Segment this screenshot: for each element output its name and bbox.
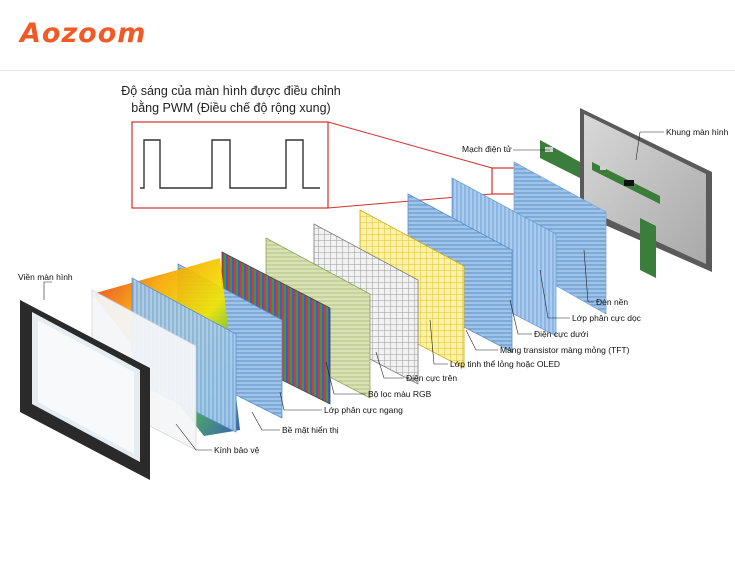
- label-dien-cuc-tren: Điện cực trên: [406, 373, 457, 383]
- header-divider: [0, 70, 735, 71]
- label-den-nen: Đèn nền: [596, 297, 628, 307]
- label-be-mat-hien-thi: Bề mặt hiển thị: [282, 425, 339, 435]
- front-bezel: [20, 300, 150, 480]
- label-mach-dien-tu: Mạch điện tử: [462, 144, 512, 154]
- label-khung-man-hinh: Khung màn hình: [666, 127, 729, 137]
- aozoom-logo: Aozoom: [20, 18, 147, 49]
- leader-lines: [43, 131, 664, 451]
- label-bo-loc-mau: Bộ lọc màu RGB: [368, 389, 432, 399]
- label-kinh-bao-ve: Kính bảo vệ: [214, 445, 260, 455]
- label-lop-tinh-the: Lớp tinh thể lỏng hoặc OLED: [450, 359, 560, 369]
- label-vien-man-hinh: Viền màn hình: [18, 272, 73, 282]
- label-lop-phan-cuc-ngang: Lớp phân cực ngang: [324, 405, 403, 415]
- label-dien-cuc-duoi: Điện cực dưới: [534, 329, 588, 339]
- label-lop-phan-cuc-doc: Lớp phân cực dọc: [572, 313, 642, 323]
- label-mang-tft: Mảng transistor màng mỏng (TFT): [500, 345, 630, 355]
- pcb-board: [540, 140, 660, 278]
- diagram-title: Độ sáng của màn hình được điều chỉnh bằn…: [96, 83, 366, 117]
- title-line-1: Độ sáng của màn hình được điều chỉnh: [121, 84, 341, 98]
- title-line-2: bằng PWM (Điều chế độ rộng xung): [131, 101, 331, 115]
